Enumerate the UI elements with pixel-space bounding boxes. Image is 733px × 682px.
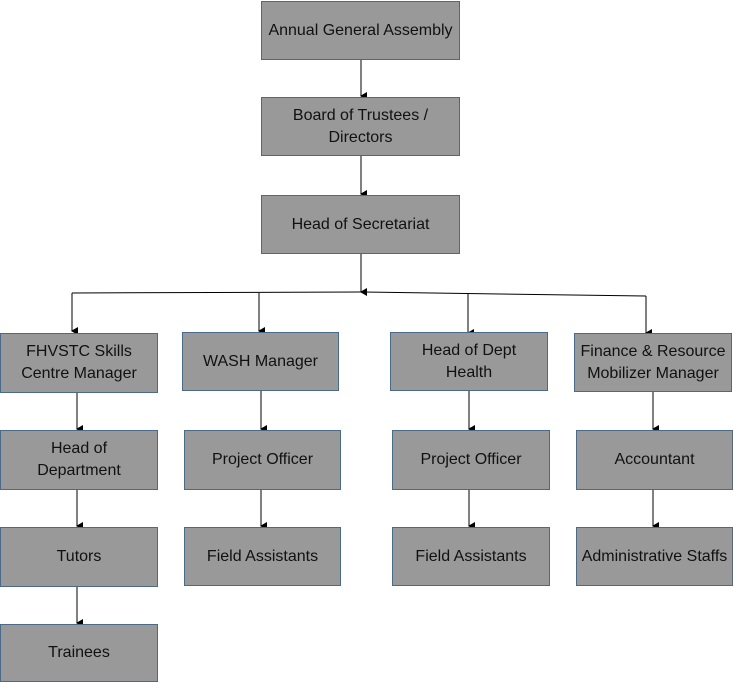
node-finance-manager: Finance & Resource Mobilizer Manager xyxy=(574,333,732,392)
node-label: WASH Manager xyxy=(203,352,318,370)
node-head-of-dept-health: Head of Dept Health xyxy=(390,332,548,391)
connector-bus xyxy=(71,291,647,297)
node-label: Project Officer xyxy=(211,451,314,468)
node-administrative-staffs: Administrative Staffs xyxy=(576,527,733,586)
node-label: Field Assistants xyxy=(206,547,319,565)
node-label: FHVSTC Skills Centre Manager xyxy=(21,343,137,382)
node-skills-centre-manager: FHVSTC Skills Centre Manager xyxy=(0,333,158,393)
node-tutors: Tutors xyxy=(0,527,158,587)
node-label: Annual General Assembly xyxy=(268,21,453,39)
node-wash-field-assistants: Field Assistants xyxy=(184,527,341,586)
node-label: Administrative Staffs xyxy=(581,547,728,565)
node-head-of-department: Head of Department xyxy=(0,430,158,490)
node-health-field-assistants: Field Assistants xyxy=(392,527,550,586)
node-board-of-trustees: Board of Trustees / Directors xyxy=(261,97,460,156)
node-label: Field Assistants xyxy=(415,547,527,565)
node-wash-project-officer: Project Officer xyxy=(184,430,341,490)
node-health-project-officer: Project Officer xyxy=(392,430,550,490)
node-label: Board of Trustees / Directors xyxy=(292,106,429,146)
node-accountant: Accountant xyxy=(576,430,733,490)
node-label: Finance & Resource Mobilizer Manager xyxy=(580,342,726,382)
node-label: Accountant xyxy=(614,451,695,468)
node-label: Trainees xyxy=(48,644,110,661)
node-label: Tutors xyxy=(56,548,102,565)
node-label: Head of Dept Health xyxy=(421,341,517,381)
node-label: Head of Secretariat xyxy=(291,215,430,233)
node-annual-general-assembly: Annual General Assembly xyxy=(261,1,460,60)
node-label: Head of Department xyxy=(37,440,121,479)
node-trainees: Trainees xyxy=(0,624,158,682)
node-label: Project Officer xyxy=(420,451,522,468)
node-wash-manager: WASH Manager xyxy=(182,332,339,391)
node-head-of-secretariat: Head of Secretariat xyxy=(261,195,460,254)
